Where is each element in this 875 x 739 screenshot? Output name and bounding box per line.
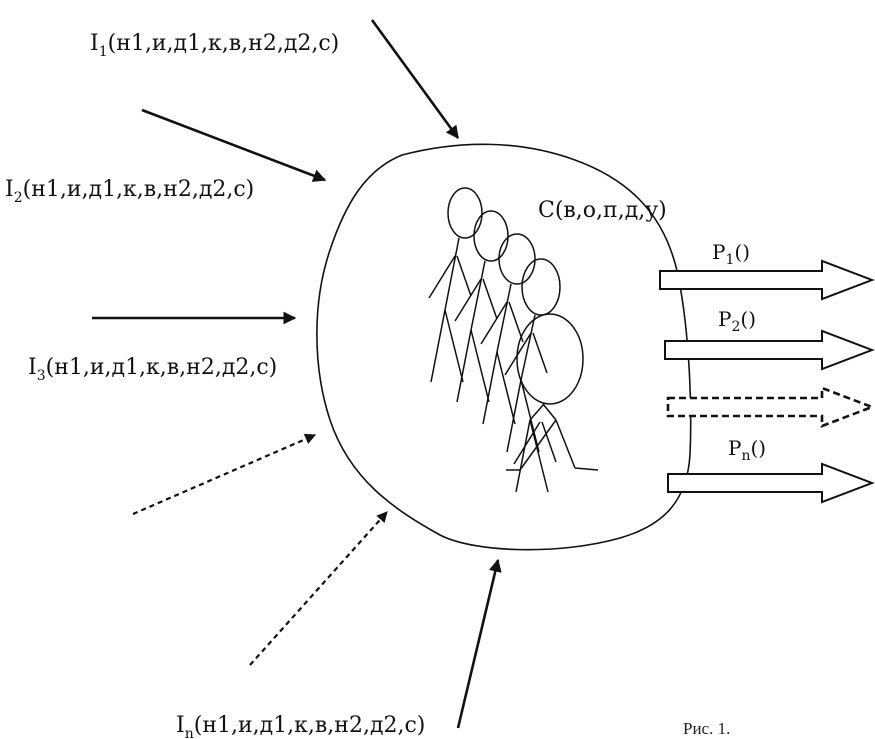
output-label-2: P2(): [718, 307, 756, 335]
input-arrow-6: [456, 558, 502, 729]
person-figure: [513, 313, 584, 493]
person-figure: [454, 210, 509, 403]
input-label-2: I2(н1,и,д1,к,в,н2,д2,с): [5, 177, 254, 206]
people-group: [428, 187, 599, 493]
output-arrows: [659, 259, 875, 504]
output-arrow-1: [659, 259, 875, 301]
output-arrow-2: [664, 329, 875, 371]
input-label-3: I3(н1,и,д1,к,в,н2,д2,с): [28, 355, 277, 384]
output-arrow-3: [666, 386, 875, 428]
input-label-1: I1(н1,и,д1,к,в,н2,д2,с): [90, 31, 339, 60]
system-boundary: [316, 143, 692, 551]
front-person-legs: [506, 403, 599, 471]
person-figure: [504, 258, 561, 453]
input-arrow-2: [141, 108, 327, 182]
input-label-n: In(н1,и,д1,к,в,н2,д2,с): [176, 713, 425, 739]
output-label-1: P1(): [712, 240, 750, 268]
system-label: С(в,о,п,д,у): [538, 198, 667, 223]
input-arrow-1: [370, 19, 460, 140]
output-label-n: Pn(): [728, 436, 766, 464]
output-arrow-4: [667, 462, 875, 504]
input-arrows: [92, 19, 502, 729]
person-figure: [480, 233, 536, 425]
input-arrow-4: [132, 433, 317, 516]
figure-caption: Рис. 1.: [683, 719, 730, 738]
input-arrow-5: [249, 511, 388, 666]
person-figure: [428, 187, 483, 383]
